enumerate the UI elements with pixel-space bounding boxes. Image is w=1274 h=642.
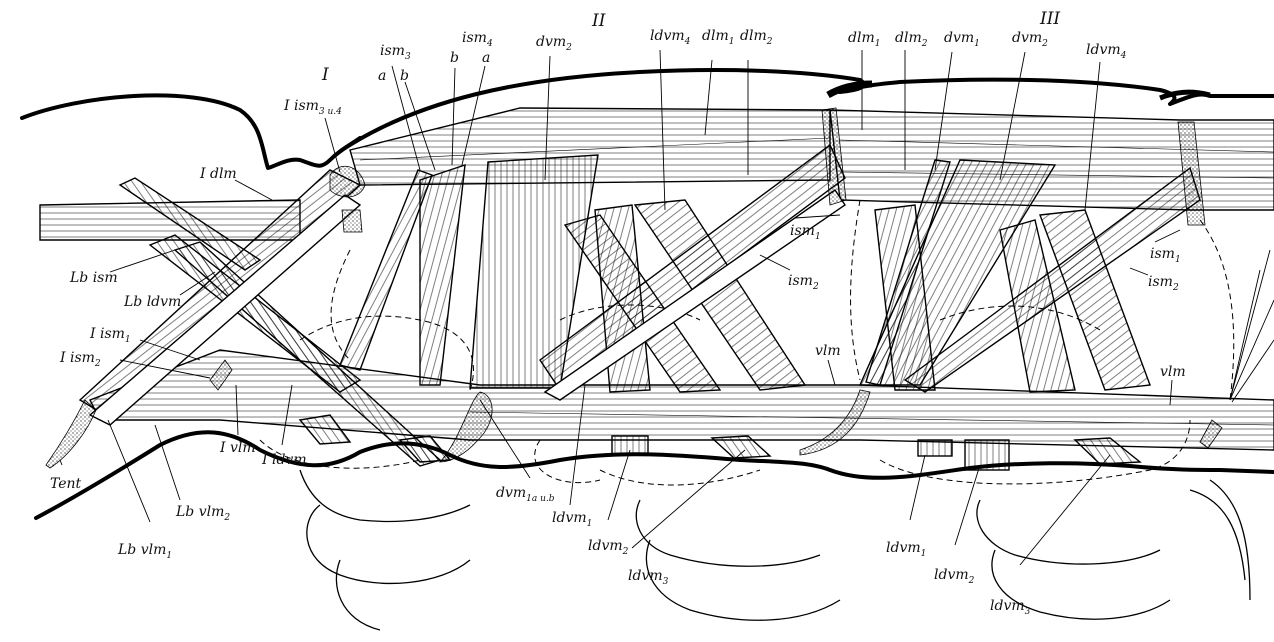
label-I-ism2: I ism2 bbox=[59, 350, 101, 369]
leader-lines bbox=[59, 49, 1181, 566]
label-ldvm3-seg2: ldvm3 bbox=[628, 568, 669, 587]
leg-coxae bbox=[299, 469, 1251, 631]
dvm1-seg3 bbox=[865, 159, 951, 386]
label-ldvm1-seg2: ldvm1 bbox=[552, 510, 592, 529]
label-a1: a bbox=[378, 68, 386, 84]
label-dlm2-seg2: dlm2 bbox=[740, 28, 773, 47]
setae bbox=[1229, 249, 1274, 403]
label-dlm1-seg2: dlm1 bbox=[702, 28, 734, 47]
label-Tent: Tent bbox=[50, 476, 82, 492]
segment-label-I: I bbox=[321, 65, 329, 85]
label-I-ldvm: I ldvm bbox=[261, 452, 307, 468]
label-I-dlm: I dlm bbox=[199, 166, 237, 182]
label-vlm-seg2: vlm bbox=[815, 343, 841, 359]
label-I-ism34: I ism3 u.4 bbox=[283, 98, 342, 117]
label-ldvm4-seg2: ldvm4 bbox=[650, 28, 691, 47]
label-dvm2-seg2: dvm2 bbox=[536, 34, 572, 53]
ism4-seg2 bbox=[419, 163, 466, 386]
label-ism3: ism3 bbox=[380, 43, 411, 62]
tentorium bbox=[45, 399, 97, 469]
ism1-seg2 bbox=[539, 143, 846, 392]
label-Lb-ldvm: Lb ldvm bbox=[123, 294, 181, 310]
label-dlm1-seg3: dlm1 bbox=[848, 30, 880, 49]
label-ldvm3-seg3: ldvm3 bbox=[990, 598, 1031, 617]
label-Lb-vlm1: Lb vlm1 bbox=[117, 542, 172, 561]
body-outline bbox=[20, 68, 1274, 631]
Iism34-apodeme bbox=[329, 165, 366, 198]
ldvm4-seg2 bbox=[633, 199, 807, 391]
segment-label-II: II bbox=[591, 11, 606, 31]
label-ism2-seg2: ism2 bbox=[788, 273, 819, 292]
label-vlm-seg3: vlm bbox=[1160, 364, 1186, 380]
dvm1-apodeme bbox=[439, 391, 493, 463]
label-dlm2-seg3: dlm2 bbox=[895, 30, 928, 49]
label-I-ism1: I ism1 bbox=[89, 326, 131, 345]
apodemes bbox=[45, 107, 1223, 469]
label-I-vlm: I vlm bbox=[219, 440, 256, 456]
label-dvm1-aub: dvm1a u.b bbox=[496, 485, 555, 504]
labels: I II III ism3 ism4 a b b a dvm2 ldvm4 dl… bbox=[50, 9, 1186, 617]
label-ldvm1-seg3: ldvm1 bbox=[886, 540, 926, 559]
label-ldvm4-seg3: ldvm4 bbox=[1086, 42, 1127, 61]
label-ism1-seg3: ism1 bbox=[1150, 246, 1181, 265]
muscles bbox=[39, 107, 1274, 471]
ldvm4-seg3 bbox=[1039, 209, 1151, 391]
label-ldvm2-seg3: ldvm2 bbox=[934, 567, 975, 586]
ventral-outline bbox=[34, 430, 1274, 520]
label-ism1-seg2: ism1 bbox=[790, 223, 821, 242]
head-outline bbox=[20, 93, 362, 170]
dlm-seg3 bbox=[829, 109, 1274, 211]
label-ldvm2-seg2: ldvm2 bbox=[588, 538, 629, 557]
label-a2: a bbox=[482, 50, 490, 66]
vlm-muscle bbox=[89, 349, 1274, 451]
label-b1: b bbox=[400, 68, 409, 84]
label-ism2-seg3: ism2 bbox=[1148, 274, 1179, 293]
label-dvm2-seg3: dvm2 bbox=[1012, 30, 1048, 49]
label-Lb-ism: Lb ism bbox=[69, 270, 118, 286]
segment-label-III: III bbox=[1039, 9, 1060, 29]
label-b2: b bbox=[450, 50, 459, 66]
ism3-seg2 bbox=[339, 169, 433, 371]
label-Lb-vlm2: Lb vlm2 bbox=[175, 504, 230, 523]
label-ism4: ism4 bbox=[462, 30, 493, 49]
label-dvm1-seg3: dvm1 bbox=[944, 30, 980, 49]
